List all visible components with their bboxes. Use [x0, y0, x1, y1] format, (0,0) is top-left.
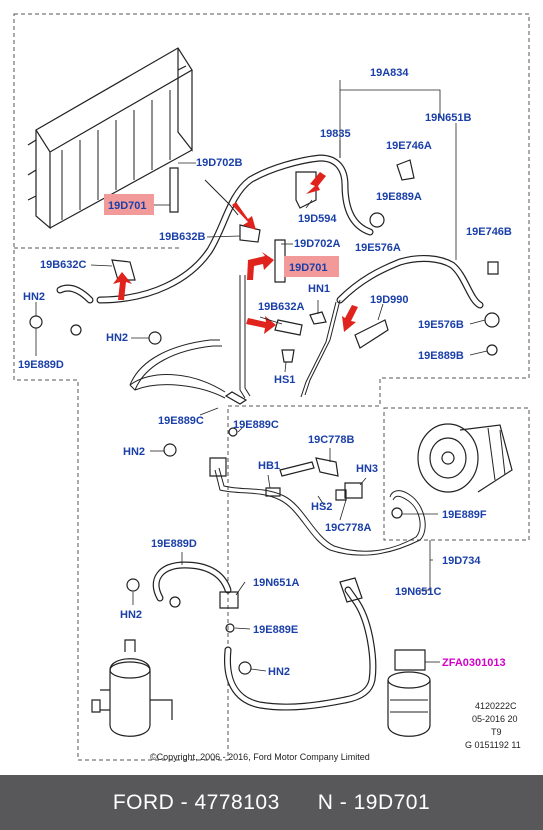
label-19D702A: 19D702A: [294, 238, 341, 250]
label-HS1: HS1: [274, 374, 295, 386]
label-HS2: HS2: [311, 501, 332, 513]
meta-line-3: T9: [491, 727, 502, 737]
label-HB1: HB1: [258, 460, 280, 472]
label-19D990: 19D990: [370, 294, 409, 306]
label-19C778A: 19C778A: [325, 522, 372, 534]
highlight-box-mid: [284, 256, 339, 277]
label-19B632C: 19B632C: [40, 259, 87, 271]
label-19E889A: 19E889A: [376, 191, 422, 203]
label-HN2-e: HN2: [268, 666, 290, 678]
highlight-box-top: [104, 194, 154, 215]
label-19D594: 19D594: [298, 213, 337, 225]
label-19E889F: 19E889F: [442, 509, 487, 521]
label-19B632B: 19B632B: [159, 231, 206, 243]
accumulator-drawing: [91, 639, 173, 737]
label-ZFA0301013: ZFA0301013: [442, 657, 506, 669]
label-19D702B: 19D702B: [196, 157, 243, 169]
label-19835: 19835: [320, 128, 351, 140]
label-HN2-a: HN2: [23, 291, 45, 303]
liquid-line-tubes: [129, 275, 251, 405]
meta-line-4: G 0151192 11: [465, 740, 521, 750]
label-19D701-mid: 19D701: [289, 262, 328, 274]
label-19D701-top: 19D701: [108, 200, 147, 212]
compressor-dashed-box: [383, 407, 530, 541]
copyright-text: ©Copyright, 2006 - 2016, Ford Motor Comp…: [150, 752, 370, 762]
meta-line-1: 4120222C: [475, 701, 517, 711]
red-arrows: [113, 172, 358, 334]
label-HN1: HN1: [308, 283, 330, 295]
label-19E889D-top: 19E889D: [18, 359, 64, 371]
label-19E576B: 19E576B: [418, 319, 464, 331]
label-19A834: 19A834: [370, 67, 409, 79]
label-HN3: HN3: [356, 463, 378, 475]
label-HN2-c: HN2: [123, 446, 145, 458]
label-19N651C: 19N651C: [395, 586, 442, 598]
meta-line-2: 05-2016 20: [472, 714, 518, 724]
label-19E889E: 19E889E: [253, 624, 298, 636]
label-19E746B: 19E746B: [466, 226, 512, 238]
label-19E889B: 19E889B: [418, 350, 464, 362]
label-HN2-d: HN2: [120, 609, 142, 621]
label-19E889D-bottom: 19E889D: [151, 538, 197, 550]
fittings: [29, 159, 500, 675]
lower-hose-assembly: [152, 467, 426, 711]
label-19D734: 19D734: [442, 555, 481, 567]
leader-lines: [35, 80, 488, 672]
label-19C778B: 19C778B: [308, 434, 355, 446]
label-19E889C-a: 19E889C: [158, 415, 204, 427]
label-19E576A: 19E576A: [355, 242, 401, 254]
label-19N651A: 19N651A: [253, 577, 300, 589]
main-dashed-outline: [13, 13, 530, 761]
upper-hose-assembly: [56, 154, 484, 398]
label-HN2-b: HN2: [106, 332, 128, 344]
receiver-drawing: [387, 649, 431, 737]
label-19B632A: 19B632A: [258, 301, 305, 313]
condenser-drawing: [27, 47, 193, 230]
label-19N651B: 19N651B: [425, 112, 472, 124]
label-19E746A: 19E746A: [386, 140, 432, 152]
footer-part-text: FORD - 4778103 N - 19D701: [112, 790, 431, 814]
parts-diagram: 19A834 19N651B 19835 19E746A 19D702B 19D…: [13, 13, 530, 762]
compressor-drawing: [417, 423, 513, 493]
part-number-footer: FORD - 4778103 N - 19D701: [0, 775, 543, 830]
label-19E889C-b: 19E889C: [233, 419, 279, 431]
